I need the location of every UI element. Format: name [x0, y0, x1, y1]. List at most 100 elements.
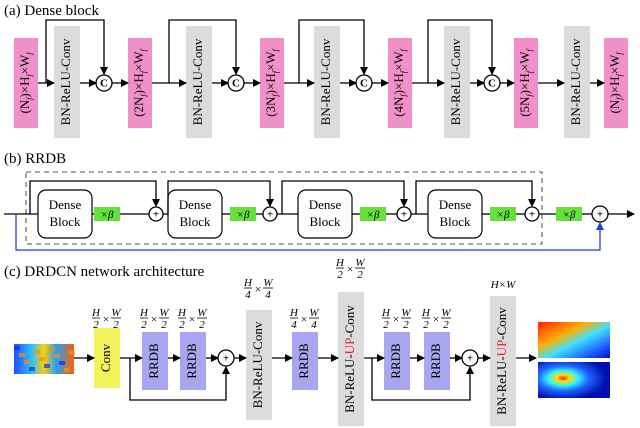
rrdb-block-3	[292, 332, 318, 390]
feature-map-1	[14, 38, 38, 128]
size-label-conv-w-num: W	[111, 307, 121, 319]
feature-map-label-6: (Nf)×Hf×Wf	[607, 51, 624, 114]
feature-map-6	[604, 38, 628, 128]
size-label-down-h-den: 4	[245, 289, 251, 301]
size-label-rrdb-1: H2×W2	[139, 307, 169, 331]
input-image-texture-3	[24, 360, 30, 364]
size-label-up-1-times: ×	[347, 262, 354, 276]
size-label-conv: H2×W2	[91, 307, 121, 331]
input-image-texture-6	[39, 357, 45, 361]
size-label-rrdb-4-times: ×	[393, 312, 400, 326]
skip-connection-2	[168, 19, 240, 83]
size-label-rrdb-5-w-num: W	[441, 307, 451, 319]
feature-map-5	[514, 38, 538, 128]
add-node-1-label: +	[223, 353, 229, 365]
size-label-rrdb-3-w-den: 4	[311, 319, 317, 331]
rrdb-label-1: RRDB	[146, 343, 161, 379]
input-image-texture-10	[59, 361, 65, 365]
dense-block-label-top-3: Dense	[309, 197, 342, 212]
rrdb-add-node-4-label: +	[529, 209, 535, 221]
rrdb-block-5	[424, 332, 450, 390]
rrdb-residual-3	[281, 180, 408, 214]
drdcn-diagram: ConvH2×W2RRDBH2×W2RRDBH2×W2+BN-ReLU-Conv…	[14, 257, 610, 426]
size-label-rrdb-5-h-num: H	[421, 307, 431, 319]
feature-map-label-3: (3Nf)×Hf×Wf	[263, 47, 280, 116]
beta-label-1: ×β	[101, 209, 114, 221]
outer-beta-scale	[556, 207, 582, 221]
size-label-rrdb-2-w-den: 2	[199, 319, 205, 331]
size-label-up-1-h-den: 2	[337, 269, 343, 281]
rrdb-add-node-3-label: +	[401, 209, 407, 221]
rrdb-add-node-1-label: +	[153, 209, 159, 221]
skip-up1-to-add2	[371, 358, 474, 401]
size-label-conv-times: ×	[103, 312, 110, 326]
input-image-texture-4	[29, 367, 35, 371]
dense-block-label-bottom-3: Block	[309, 214, 341, 229]
dense-block-label-top-4: Dense	[439, 197, 472, 212]
input-image-texture-12	[69, 351, 75, 355]
size-label-rrdb-4-w-num: W	[401, 307, 411, 319]
beta-scale-4	[490, 207, 516, 221]
beta-label-3: ×β	[367, 209, 380, 221]
concat-node-1-label: C	[100, 78, 108, 90]
rrdb-diagram: DenseBlock×β+DenseBlock×β+DenseBlock×β+D…	[4, 171, 635, 251]
input-image-texture-11	[64, 368, 70, 372]
size-label-rrdb-3-h-den: 4	[291, 319, 297, 331]
size-label-rrdb-5-h-den: 2	[423, 319, 429, 331]
up-conv-2-label: BN-ReLU-UP-Conv	[494, 307, 509, 415]
dense-block-label-bottom-4: Block	[439, 214, 471, 229]
rrdb-label-2: RRDB	[184, 343, 199, 379]
conv-block	[94, 328, 120, 388]
conv-label: Conv	[98, 343, 113, 372]
concat-node-3-label: C	[360, 78, 368, 90]
size-label-rrdb-1-w-den: 2	[161, 319, 167, 331]
beta-label-4: ×β	[497, 209, 510, 221]
feature-map-2	[128, 38, 152, 128]
size-label-conv-h-num: H	[91, 307, 101, 319]
size-label-down-w-num: W	[263, 277, 273, 289]
size-label-rrdb-2: H2×W2	[177, 307, 207, 331]
size-label-rrdb-3-times: ×	[301, 312, 308, 326]
size-label-rrdb-2-w-num: W	[197, 307, 207, 319]
up-conv-1-block	[338, 292, 364, 426]
rrdb-residual-4	[415, 180, 536, 214]
outer-beta-label: ×β	[563, 209, 576, 221]
bn-relu-conv-label-2: BN-ReLU-Conv	[190, 38, 205, 125]
bn-relu-conv-block-1	[54, 26, 80, 138]
rrdb-label-3: RRDB	[296, 343, 311, 379]
rrdb-block-4	[384, 332, 410, 390]
size-label-rrdb-4-h-num: H	[381, 307, 391, 319]
beta-label-2: ×β	[237, 209, 250, 221]
rrdb-block-1	[142, 332, 168, 390]
section-a-title: (a) Dense block	[4, 3, 99, 19]
size-label-rrdb-3-w-num: W	[309, 307, 319, 319]
size-label-rrdb-2-times: ×	[189, 312, 196, 326]
size-label-rrdb-5-times: ×	[433, 312, 440, 326]
output-image-1	[538, 322, 610, 358]
rrdb-add-node-2-label: +	[267, 209, 273, 221]
size-label-up-1-h-num: H	[335, 257, 345, 269]
input-image-texture-2	[19, 353, 25, 357]
size-label-up-1-w-num: W	[355, 257, 365, 269]
feature-map-3	[260, 38, 284, 128]
size-label-up-2: H×W	[490, 279, 516, 291]
size-label-rrdb-5: H2×W2	[421, 307, 451, 331]
input-image-texture-9	[54, 354, 60, 358]
size-label-rrdb-4-h-den: 2	[383, 319, 389, 331]
rrdb-outer-add-node-label: +	[597, 209, 603, 221]
beta-scale-3	[360, 207, 386, 221]
up-conv-1-label: BN-ReLU-UP-Conv	[342, 305, 357, 413]
bn-relu-conv-down-block	[246, 310, 272, 420]
size-label-rrdb-1-w-num: W	[159, 307, 169, 319]
rrdb-residual-2	[167, 180, 274, 214]
feature-map-label-5: (5Nf)×Hf×Wf	[517, 47, 534, 116]
concat-node-4-label: C	[488, 78, 496, 90]
input-image-texture-7	[44, 364, 50, 368]
rrdb-long-skip	[15, 214, 604, 251]
input-image-texture-8	[49, 347, 55, 351]
section-c-title: (c) DRDCN network architecture	[4, 264, 205, 280]
bn-relu-conv-block-4	[444, 26, 470, 138]
bn-relu-conv-label-4: BN-ReLU-Conv	[448, 38, 463, 125]
